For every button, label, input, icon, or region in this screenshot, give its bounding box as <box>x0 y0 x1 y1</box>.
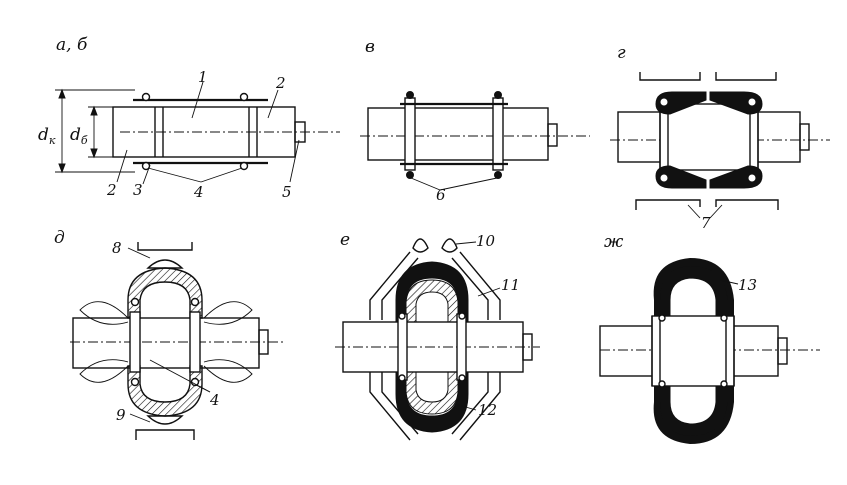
callout-4: 4 <box>193 183 204 201</box>
callout-2: 2 <box>275 74 286 92</box>
bead-ring <box>141 92 151 102</box>
former-segment <box>715 199 779 210</box>
panel-label-zh: ж <box>604 232 624 252</box>
carcass-shaped <box>655 91 707 115</box>
callout-12: 12 <box>478 401 497 419</box>
panel-v: в 6 <box>360 37 590 204</box>
dim-dk: dк <box>38 125 56 147</box>
press-housing <box>369 251 411 320</box>
tread-layer <box>395 261 469 323</box>
bladder-former <box>137 242 193 251</box>
panel-g: г 7 <box>610 43 830 232</box>
panel-zh: ж 13 <box>599 232 820 444</box>
callout-1: 1 <box>198 68 208 86</box>
callout-2: 2 <box>106 181 117 199</box>
callout-5: 5 <box>282 183 292 201</box>
drum <box>72 317 260 369</box>
panel-ab: а, б dк dб 1 2 <box>38 35 340 201</box>
panel-e: е 10 11 12 <box>335 230 540 441</box>
callout-4: 4 <box>209 391 220 409</box>
turnup-ring <box>404 97 416 171</box>
panel-label-v: в <box>365 37 375 57</box>
bead-ring <box>239 161 249 171</box>
former-segment <box>639 72 701 81</box>
panel-label-ab: а, б <box>56 35 88 55</box>
drum <box>367 107 549 161</box>
panel-label-g: г <box>617 43 626 63</box>
callout-7: 7 <box>701 214 711 232</box>
callout-9: 9 <box>116 406 126 424</box>
callout-3: 3 <box>133 181 143 199</box>
former-segment <box>715 72 777 81</box>
callout-8: 8 <box>112 239 122 257</box>
callout-13: 13 <box>738 276 757 294</box>
dim-db: dб <box>70 125 88 147</box>
tire-carcass <box>127 267 203 319</box>
callout-11: 11 <box>501 276 520 294</box>
panel-label-d: д <box>54 228 65 248</box>
callout-10: 10 <box>476 232 496 250</box>
panel-label-e: е <box>340 230 350 250</box>
panel-d: д 8 9 4 <box>54 228 285 440</box>
former-segment <box>635 199 701 210</box>
membrane <box>412 238 429 253</box>
bead-ring <box>239 92 249 102</box>
callout-6: 6 <box>436 186 446 204</box>
turnup-ring <box>492 97 504 171</box>
